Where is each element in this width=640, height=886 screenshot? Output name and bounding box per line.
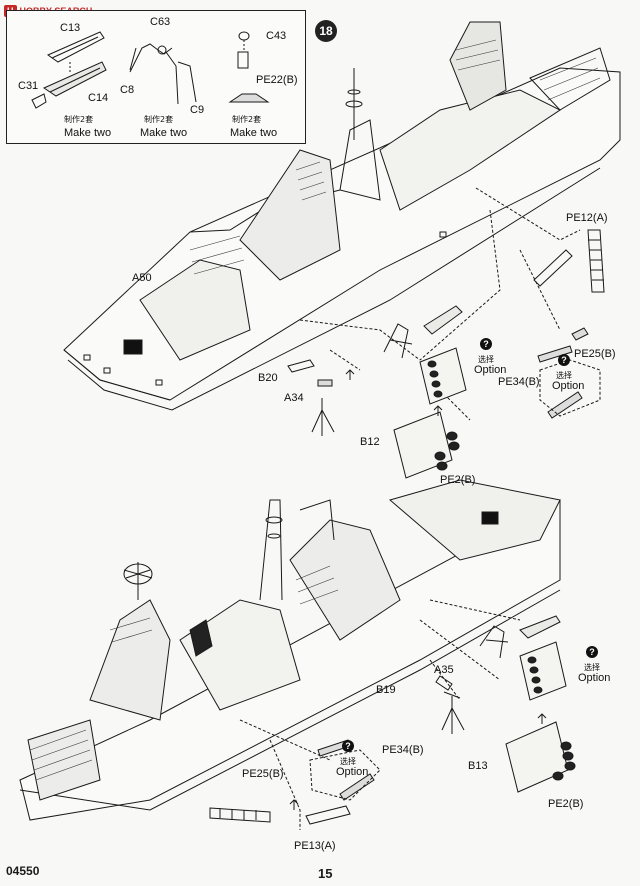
lower-leader-lines <box>239 599 521 830</box>
option-question-icon-3: ? <box>586 646 598 658</box>
lower-pe13a-ladders <box>209 805 351 825</box>
part-label-c14: C14 <box>88 92 109 104</box>
lower-ship-superstructure <box>27 499 401 801</box>
part-label-pe22b: PE22(B) <box>256 74 298 86</box>
callout-a50: A50 <box>132 272 152 284</box>
callout-b20: B20 <box>258 372 278 384</box>
callout-a34: A34 <box>284 392 304 404</box>
upper-davit-a34 <box>287 359 335 436</box>
lower-liferaft-rack-b <box>505 721 576 793</box>
sub-assembly-inset <box>6 10 306 144</box>
upper-liferaft-rack-b <box>393 411 460 479</box>
part-label-c8: C8 <box>120 84 135 96</box>
part-label-c9: C9 <box>190 104 205 116</box>
lower-ship-hatching <box>29 565 339 781</box>
make-two-en-2: Make two <box>140 127 188 139</box>
part-label-c13: C13 <box>60 22 81 34</box>
callout-pe34b-upper: PE34(B) <box>498 376 540 388</box>
option-en-1: Option <box>474 364 507 376</box>
upper-ship-portholes <box>83 231 447 386</box>
make-two-cn-1: 制作2套 <box>64 115 94 124</box>
callout-pe2b-upper: PE2(B) <box>440 474 476 486</box>
davit-parts <box>129 43 197 105</box>
callout-b12: B12 <box>360 436 380 448</box>
callout-pe25b-upper: PE25(B) <box>574 348 616 360</box>
option-en-2: Option <box>552 380 585 392</box>
option-question-icon-4: ? <box>342 740 354 752</box>
callout-b13: B13 <box>468 760 488 772</box>
antenna-parts <box>228 31 270 103</box>
lower-davit-a35 <box>435 675 465 734</box>
step-number-badge: 18 <box>315 20 337 42</box>
callout-pe34b-lower: PE34(B) <box>382 744 424 756</box>
callout-pe13a: PE13(A) <box>294 840 336 852</box>
upper-ship-superstructure <box>239 21 611 281</box>
make-two-cn-2: 制作2套 <box>144 115 174 124</box>
assembly-arrows <box>289 369 547 810</box>
part-label-c43: C43 <box>266 30 287 42</box>
option-en-4: Option <box>336 766 369 778</box>
kit-number: 04550 <box>6 864 40 878</box>
upper-ship-hatching <box>189 39 601 275</box>
make-two-en-1: Make two <box>64 127 112 139</box>
option-cn-2: 选择 <box>556 371 572 380</box>
page-number: 15 <box>318 866 333 881</box>
callout-a35: A35 <box>434 664 454 676</box>
callout-pe2b-lower: PE2(B) <box>548 798 584 810</box>
upper-leader-lines <box>299 187 581 421</box>
option-cn-3: 选择 <box>584 663 600 672</box>
option-en-3: Option <box>578 672 611 684</box>
option-cn-4: 选择 <box>340 757 356 766</box>
boat-hull-parts <box>31 31 107 109</box>
option-question-icon-2: ? <box>558 354 570 366</box>
lower-boat <box>479 615 561 659</box>
lower-liferaft-rack-a <box>519 641 567 701</box>
upper-ladder-pe12a <box>533 229 605 293</box>
callout-pe25b-lower: PE25(B) <box>242 768 284 780</box>
upper-pe25-pe34 <box>537 327 601 419</box>
part-label-c63: C63 <box>150 16 171 28</box>
upper-boat <box>383 305 463 359</box>
option-cn-1: 选择 <box>478 355 494 364</box>
part-label-c31: C31 <box>18 80 39 92</box>
option-question-icon-1: ? <box>480 338 492 350</box>
upper-liferaft-rack-a <box>419 347 467 405</box>
make-two-en-3: Make two <box>230 127 278 139</box>
make-two-cn-3: 制作2套 <box>232 115 262 124</box>
callout-b19: B19 <box>376 684 396 696</box>
callout-pe12a: PE12(A) <box>566 212 608 224</box>
